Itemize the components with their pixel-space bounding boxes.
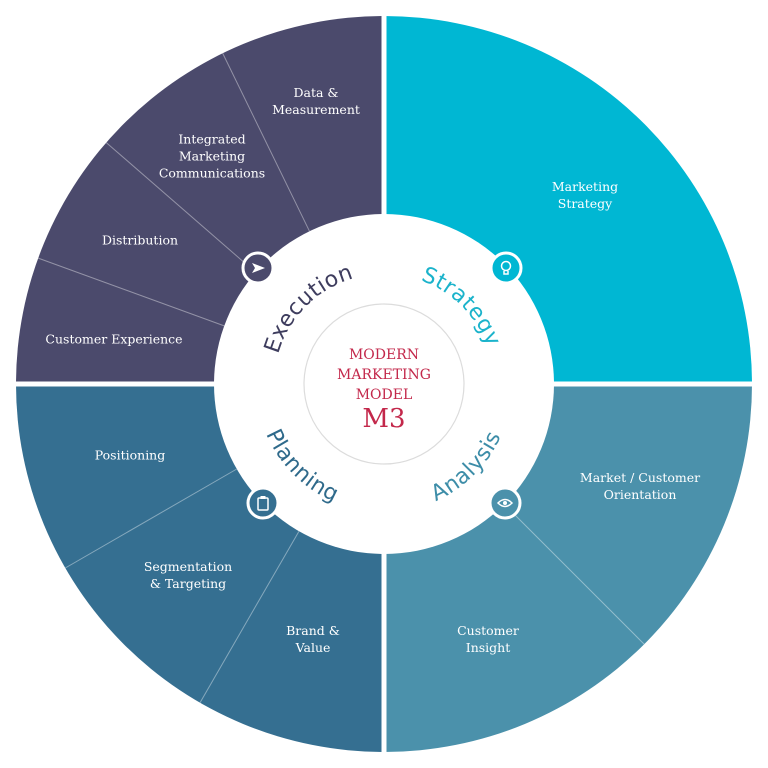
segment-market-customer-orientation: Market / Customer Orientation [579,470,701,502]
segment-positioning: Positioning [94,447,166,463]
segment-data-measurement: Data & Measurement [272,85,360,117]
segment-divider [105,142,257,273]
segment-distribution: Distribution [101,232,179,248]
center-title-line1: MODERN [348,347,420,363]
lightbulb-icon [489,251,523,285]
clipboard-icon [246,486,280,520]
segment-divider [222,53,310,232]
segment-divider [65,468,238,569]
send-arrow-icon [241,251,275,285]
segment-customer-insight: Customer Insight [457,623,519,655]
segment-segmentation-targeting: Segmentation & Targeting [143,559,233,591]
segment-brand-value: Brand & Value [286,623,340,655]
center-title-line3: MODEL [355,387,413,403]
center-acronym: M3 [362,404,406,434]
segment-customer-experience: Customer Experience [45,331,183,347]
segment-divider [38,257,225,327]
segment-divider [503,503,645,645]
center-circle [303,303,465,465]
segment-marketing-strategy: Marketing Strategy [551,179,619,211]
eye-icon [488,486,522,520]
segment-divider [199,530,300,703]
segment-integrated-marketing-communications: Integrated Marketing Communications [158,131,266,181]
center-title-line2: MARKETING [337,367,431,383]
